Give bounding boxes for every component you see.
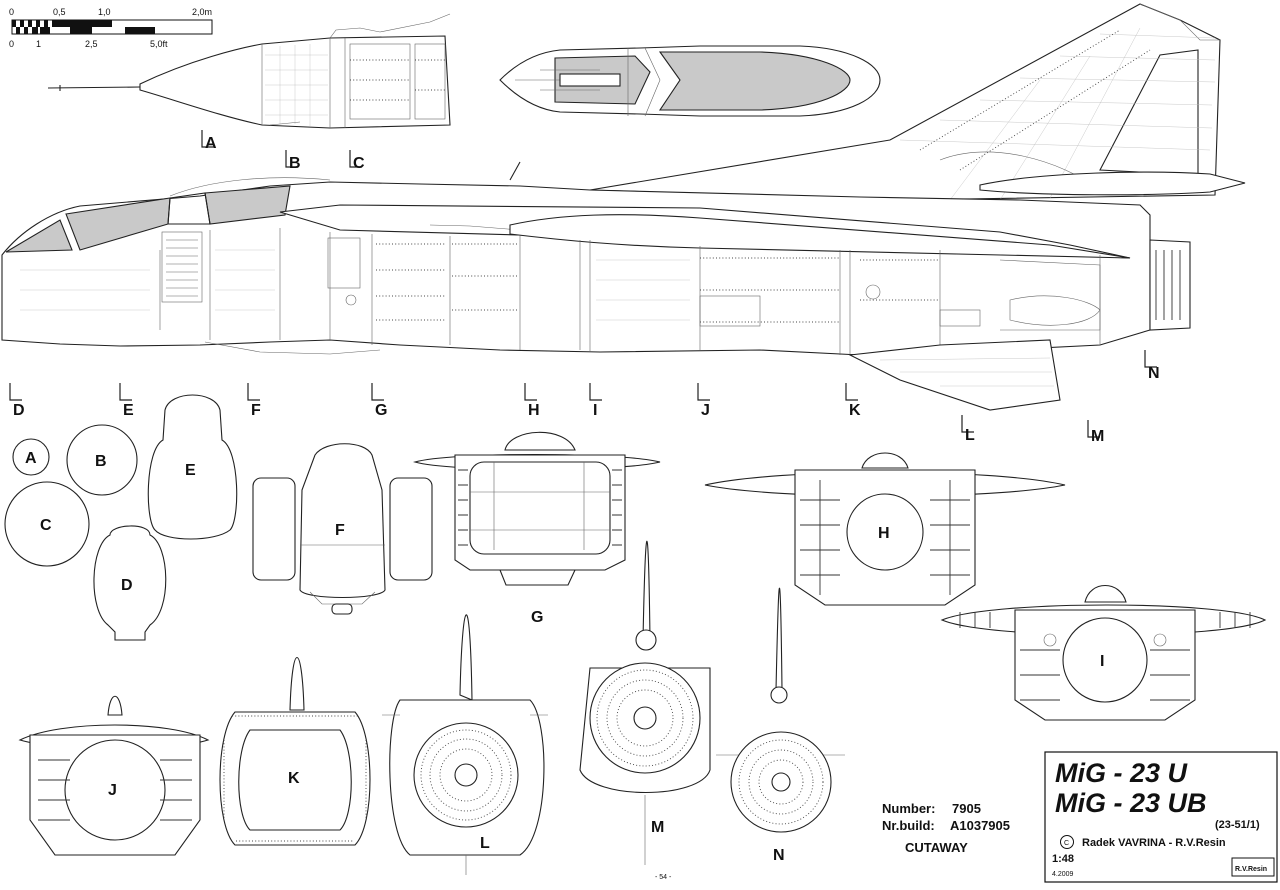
cut-label-e: E xyxy=(123,402,134,419)
author-credit: Radek VAVRINA - R.V.Resin xyxy=(1082,837,1226,849)
section-b: B xyxy=(66,424,138,496)
svg-text:N: N xyxy=(773,847,785,864)
svg-text:C: C xyxy=(40,517,52,534)
section-a: A xyxy=(12,438,50,476)
info-block: Number: 7905 Nr.build: A1037905 CUTAWAY … xyxy=(655,801,1010,881)
scale-imperial-label: 0 xyxy=(9,39,14,49)
scale-metric-label: 1,0 xyxy=(98,7,111,17)
cut-label-d: D xyxy=(13,402,25,419)
svg-text:G: G xyxy=(531,609,543,626)
cut-label-j: J xyxy=(701,402,710,419)
cut-label-h: H xyxy=(528,402,540,419)
scale-metric-label: 2,0m xyxy=(192,7,212,17)
section-h: H xyxy=(704,452,1066,606)
cut-label-a: A xyxy=(205,135,217,152)
view-title: CUTAWAY xyxy=(905,840,968,855)
drawing-scale: 1:48 xyxy=(1052,853,1074,865)
scale-bar: 0 0,5 1,0 2,0m 0 1 2,5 5,0ft xyxy=(9,7,213,49)
title-line-2: MiG - 23 UB xyxy=(1055,788,1207,818)
cut-label-f: F xyxy=(251,402,261,419)
canopy-top-view xyxy=(499,45,881,117)
title-subtitle: (23-51/1) xyxy=(1215,819,1260,831)
cut-label-m: M xyxy=(1091,428,1104,445)
scale-metric-label: 0 xyxy=(9,7,14,17)
section-f: F xyxy=(252,443,433,615)
cut-label-l: L xyxy=(965,427,975,444)
cut-label-b: B xyxy=(289,155,301,172)
page-number: - 54 - xyxy=(655,874,672,881)
resin-logo: R.V.Resin xyxy=(1235,866,1267,873)
cut-label-c: C xyxy=(353,155,365,172)
svg-text:D: D xyxy=(121,577,133,594)
section-l: L xyxy=(382,614,548,875)
tail-fin xyxy=(589,3,1246,201)
section-j: J xyxy=(18,695,210,856)
title-line-1: MiG - 23 U xyxy=(1055,758,1189,788)
svg-text:B: B xyxy=(95,453,107,470)
number-label: Number: xyxy=(882,801,935,816)
section-m: M xyxy=(579,540,711,865)
build-label: Nr.build: xyxy=(882,818,935,833)
cut-label-k: K xyxy=(849,402,861,419)
svg-text:I: I xyxy=(1100,653,1104,670)
svg-text:L: L xyxy=(480,835,490,852)
scale-imperial-label: 5,0ft xyxy=(150,39,168,49)
copyright-symbol: C xyxy=(1064,840,1069,847)
section-g: G xyxy=(412,431,661,626)
svg-text:E: E xyxy=(185,462,196,479)
build-value: A1037905 xyxy=(950,818,1010,833)
svg-text:F: F xyxy=(335,522,345,539)
scale-imperial-label: 2,5 xyxy=(85,39,98,49)
svg-text:M: M xyxy=(651,819,664,836)
number-value: 7905 xyxy=(952,801,981,816)
cut-label-i: I xyxy=(593,402,597,419)
title-block: MiG - 23 U MiG - 23 UB (23-51/1) C Radek… xyxy=(1044,751,1278,883)
scale-imperial-label: 1 xyxy=(36,39,41,49)
cut-label-g: G xyxy=(375,402,387,419)
svg-text:K: K xyxy=(288,770,300,787)
fuselage-side-view xyxy=(1,161,1191,411)
section-e: E xyxy=(147,394,238,540)
cut-markers: A B C D E F G H I J K L M N xyxy=(9,130,1160,445)
nose-side-view xyxy=(47,13,451,129)
section-i: I xyxy=(940,585,1267,721)
section-c: C xyxy=(4,481,90,567)
drawing-date: 4.2009 xyxy=(1052,871,1074,878)
section-k: K xyxy=(219,657,371,846)
section-n: N xyxy=(716,587,845,864)
svg-text:A: A xyxy=(25,450,37,467)
section-d: D xyxy=(93,525,167,641)
cut-label-n: N xyxy=(1148,365,1160,382)
svg-text:J: J xyxy=(108,782,117,799)
svg-text:H: H xyxy=(878,525,890,542)
scale-metric-label: 0,5 xyxy=(53,7,66,17)
